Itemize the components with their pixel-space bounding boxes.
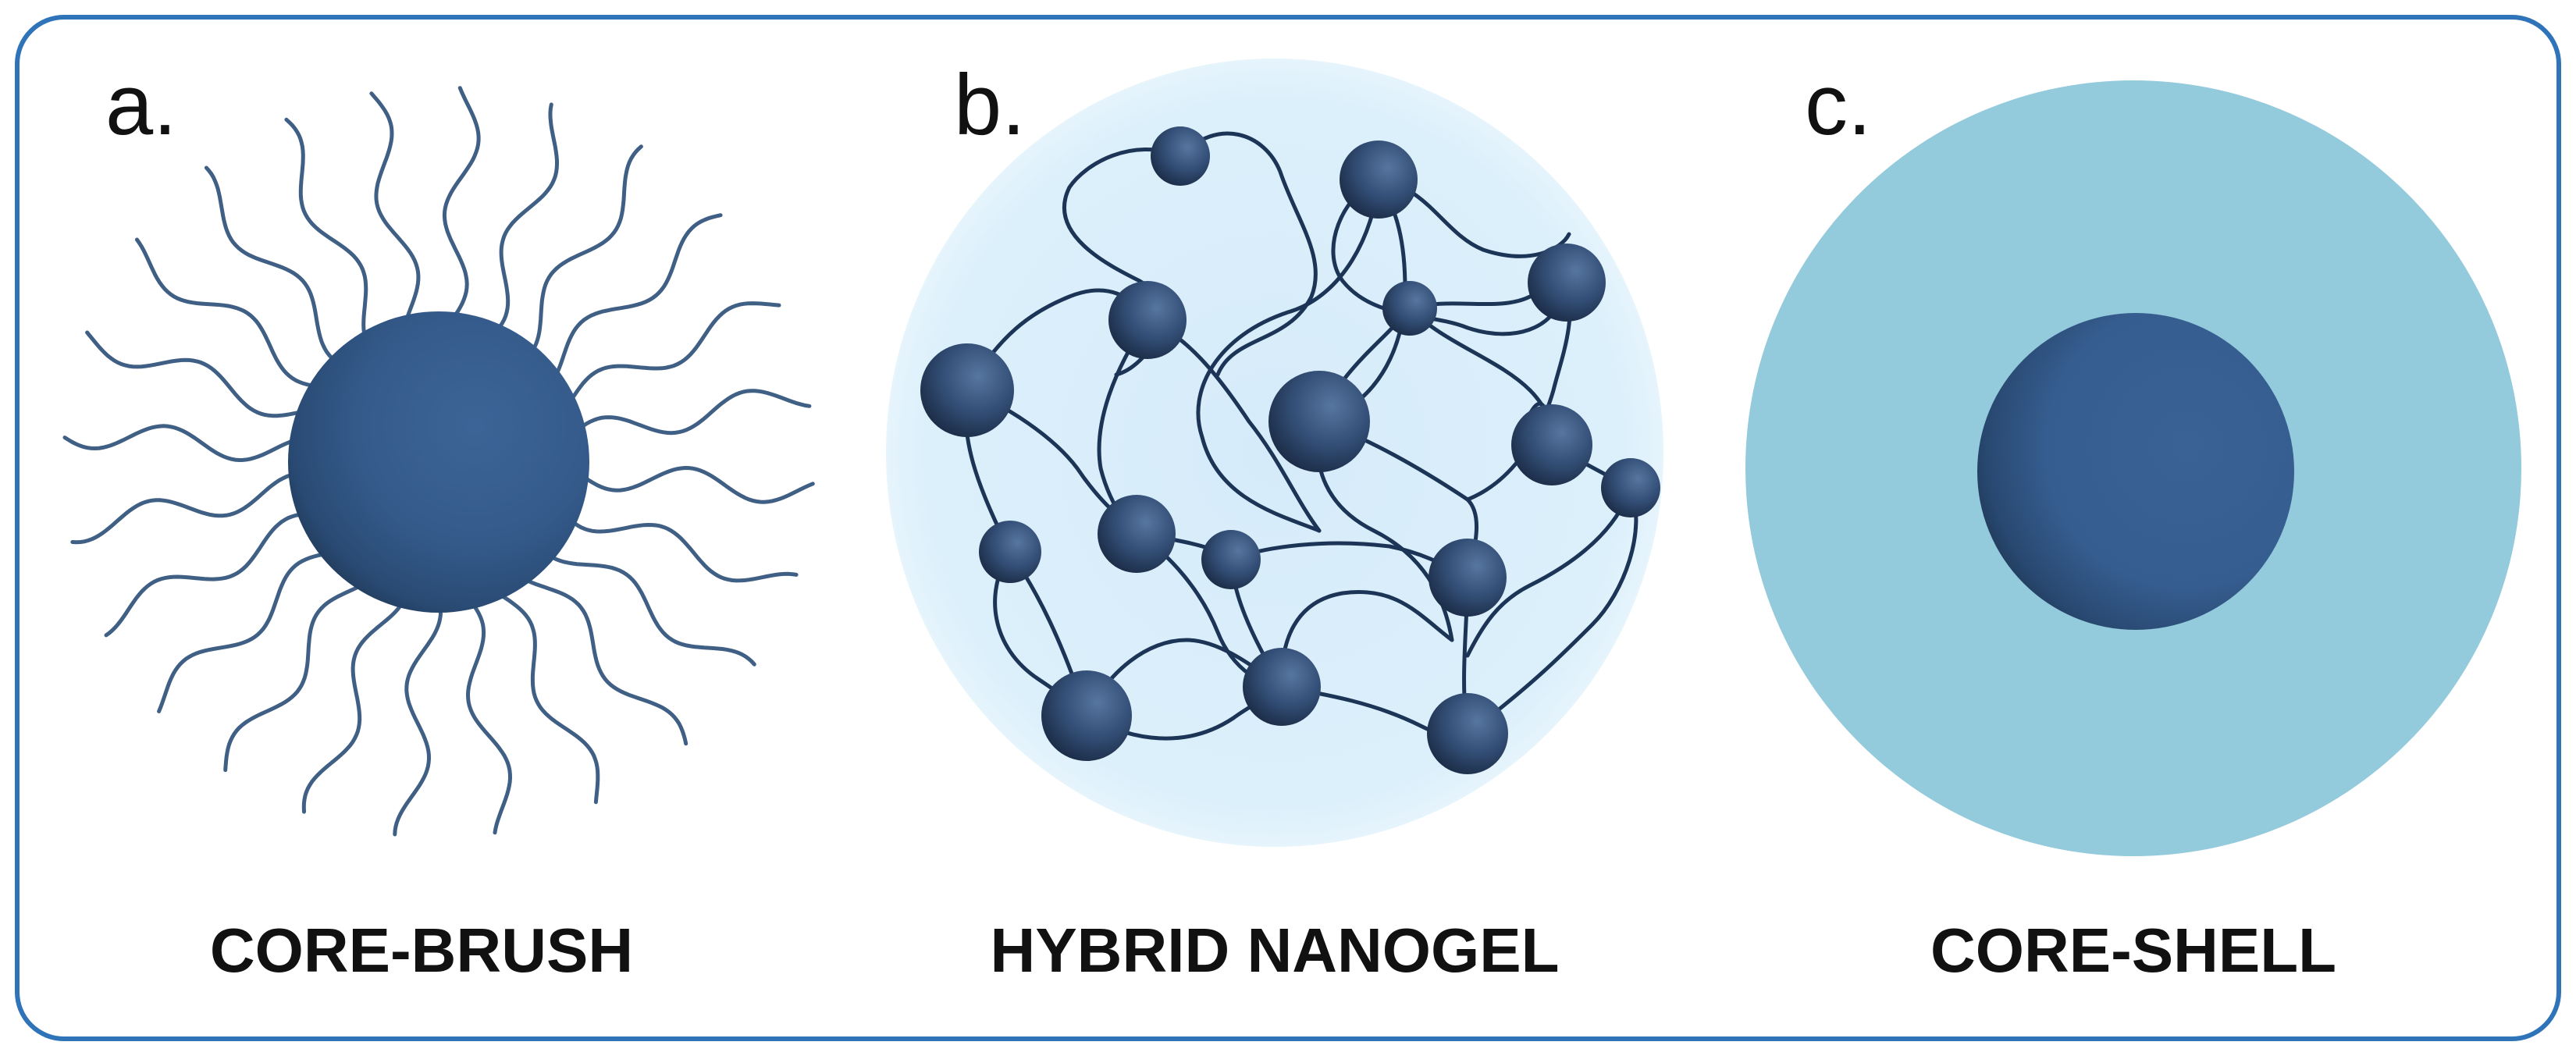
brush-chain	[544, 551, 756, 667]
panel-b: b.	[886, 57, 1663, 985]
brush-chain	[62, 424, 302, 463]
shell-core	[1977, 313, 2294, 630]
brush-chain	[551, 213, 723, 382]
nanogel-bead	[1382, 281, 1437, 336]
brush-chain	[70, 471, 301, 545]
panel-b-caption: HYBRID NANOGEL	[991, 916, 1560, 985]
nanogel-bead	[1528, 244, 1606, 322]
brush-chain	[518, 574, 688, 746]
nanogel-bead	[1098, 495, 1176, 573]
brush-chain	[566, 515, 799, 583]
panel-c-letter: c.	[1805, 57, 1872, 153]
nanogel-bead	[1511, 404, 1592, 485]
brush-chain	[85, 330, 310, 418]
panel-a-letter: a.	[105, 57, 177, 153]
panel-b-letter: b.	[954, 57, 1026, 153]
brush-chain	[284, 117, 368, 343]
nanogel-bead	[979, 521, 1041, 583]
nanogel-bead	[1041, 670, 1132, 761]
panel-a-caption: CORE-BRUSH	[210, 916, 633, 985]
panel-c-caption: CORE-SHELL	[1930, 916, 2336, 985]
nanogel-bead	[1108, 281, 1187, 359]
brush-chain	[576, 465, 815, 504]
nanogel-bead	[920, 343, 1014, 437]
brush-chain	[493, 102, 559, 335]
nanogel-bead	[1151, 126, 1210, 186]
brush-chain	[493, 588, 600, 805]
brush-chain	[528, 144, 643, 357]
nanogel-beads	[920, 126, 1660, 774]
brush-chain	[442, 86, 481, 325]
nanogel-bead	[1429, 539, 1507, 617]
brush-chain	[204, 165, 340, 365]
brush-chain	[369, 91, 421, 328]
brush-chains	[62, 86, 815, 837]
nanogel-bead	[1601, 458, 1660, 517]
brush-chain	[157, 551, 334, 713]
brush-chain	[223, 581, 368, 773]
panel-c: c. CORE-SHELL	[1745, 57, 2521, 985]
brush-chain	[465, 597, 513, 835]
brush-chain	[393, 601, 443, 837]
brush-core	[288, 311, 589, 613]
brush-chain	[565, 301, 781, 408]
nanogel-bead	[1427, 693, 1508, 774]
nanogel-bead	[1243, 648, 1321, 726]
nanogel-bead	[1201, 530, 1261, 589]
panel-a: a. CORE-BRUSH	[62, 57, 815, 985]
brush-chain	[134, 237, 322, 389]
brush-chain	[574, 389, 812, 436]
brush-chain	[301, 597, 407, 814]
brush-chain	[104, 512, 310, 638]
nanogel-bead	[1268, 371, 1370, 472]
nanogel-bead	[1340, 140, 1418, 219]
